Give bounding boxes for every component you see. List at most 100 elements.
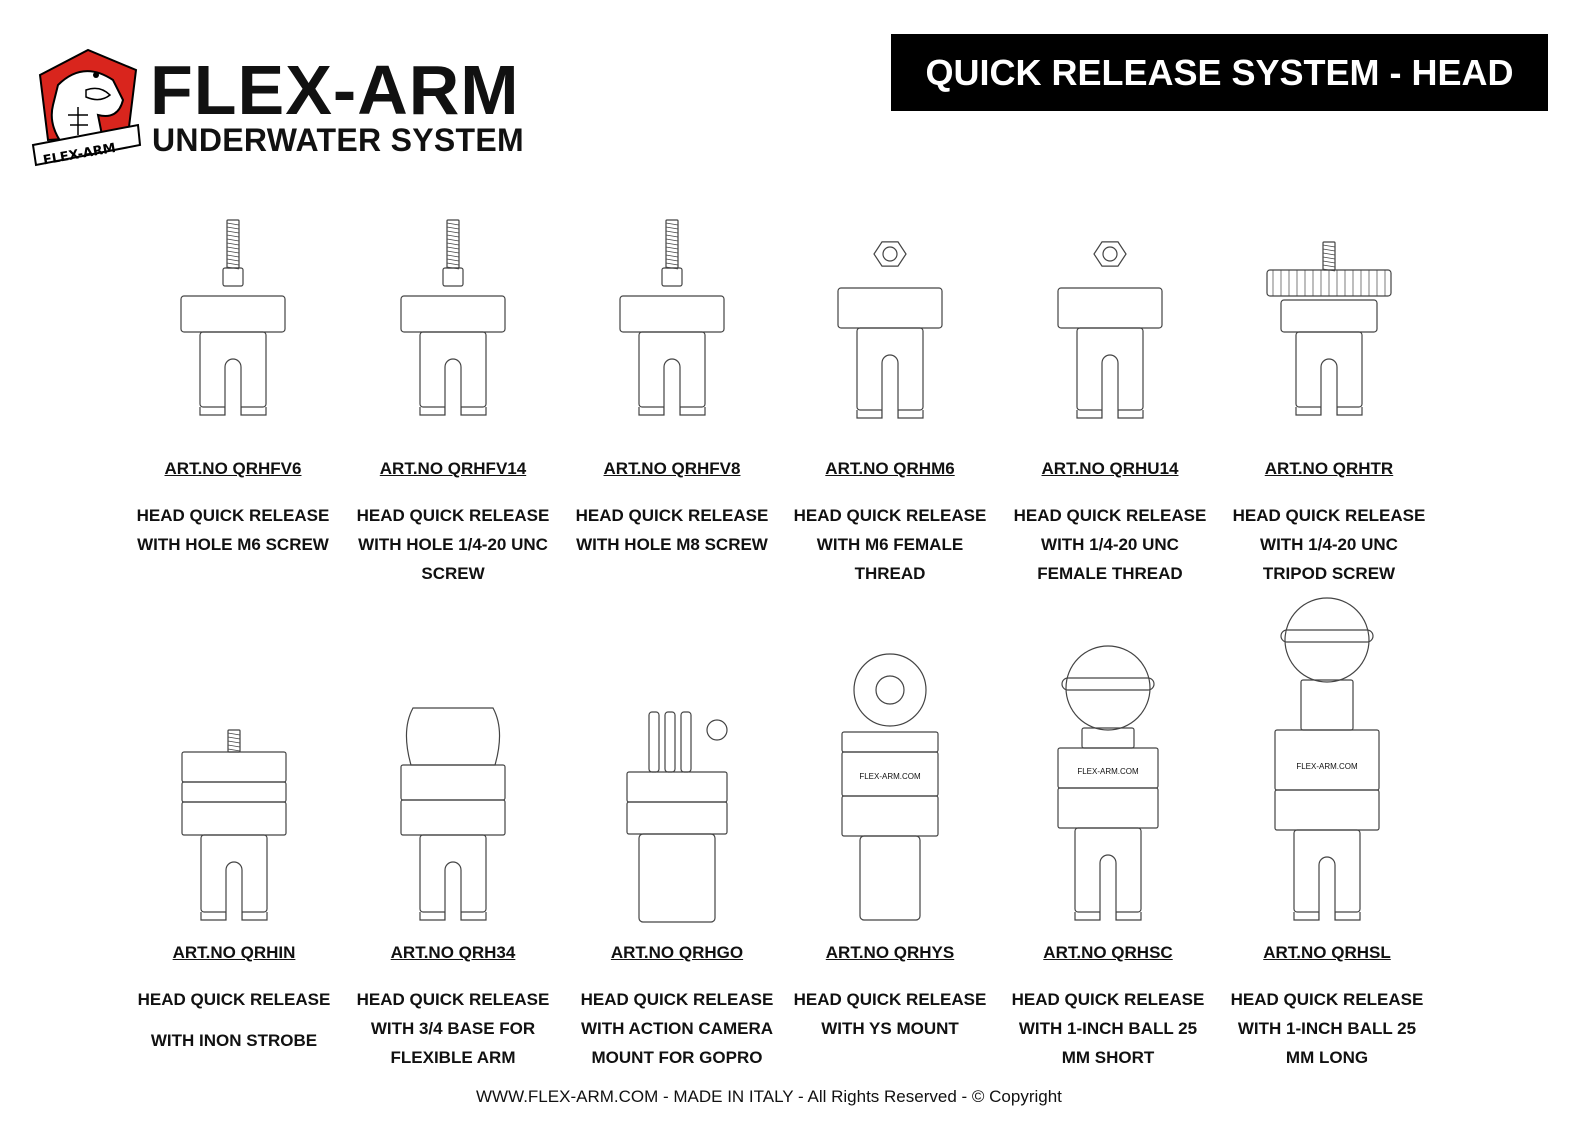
thread-line [226,226,240,230]
product-card: ART.NO QRHIN HEAD QUICK RELEASE WITH INON … [124,943,344,1055]
fork-slot [224,358,242,415]
thread-line [227,744,241,748]
thread-line [227,732,241,736]
article-number: ART.NO QRHU14 [1041,459,1179,478]
thread-line [446,226,460,230]
thread-line [1322,256,1336,260]
description-line: HEAD QUICK RELEASE [1230,990,1424,1009]
product-description: HEAD QUICK RELEASE WITH 1-INCH BALL 25 MM … [998,985,1218,1072]
screw-head [222,267,244,287]
thread-line [446,262,460,266]
product-drawing-balllong: FLEX-ARM.COM [1274,597,1380,921]
thread-line [665,238,679,242]
screw-head [661,267,683,287]
product-drawing-ys: FLEX-ARM.COM [841,653,939,921]
description-line: WITH 1-INCH BALL 25 [1018,1019,1198,1038]
thread-line [446,254,460,258]
thread-line [446,234,460,238]
article-number: ART.NO QRHIN [172,943,296,962]
thread-line [1322,264,1336,268]
thread-line [446,242,460,246]
product-drawing-nut [837,241,943,419]
gopro-prong [648,711,660,773]
thread-line [226,262,240,266]
thread-line [1322,260,1336,264]
page-title-text: QUICK RELEASE SYSTEM - HEAD [925,51,1514,93]
fork-slot [1101,354,1119,418]
ys-hole [875,675,905,705]
head-ring [1274,789,1380,831]
description-line: HEAD QUICK RELEASE [793,506,987,525]
nut-hole [882,246,898,262]
strobe-plate [181,751,287,783]
description-line: HEAD QUICK RELEASE [1011,990,1205,1009]
hex-nut [873,241,907,267]
description-line: WITH INON STROBE [150,1031,318,1050]
ball-band [1280,629,1374,643]
thread-line [665,242,679,246]
description-line: HEAD QUICK RELEASE [575,506,769,525]
ball [1065,645,1151,731]
description-line: MOUNT FOR GOPRO [591,1048,763,1067]
description-line: MM SHORT [1061,1048,1155,1067]
description-line: MM LONG [1285,1048,1369,1067]
shark-mascot-icon: FLEX-ARM [31,48,142,168]
thread-line [665,262,679,266]
fork-slot [881,354,899,418]
article-number: ART.NO QRHGO [610,943,744,962]
description-line: TRIPOD SCREW [1262,564,1396,583]
engraved-url: FLEX-ARM.COM [1296,762,1358,771]
product-description: HEAD QUICK RELEASE WITH ACTION CAMERA MOUN… [567,985,787,1072]
thread-line [227,748,241,752]
thread-line [665,234,679,238]
description-line: WITH HOLE M8 SCREW [576,535,768,554]
engraved-url: FLEX-ARM.COM [1077,767,1139,776]
description-line: HEAD QUICK RELEASE [137,990,331,1009]
ys-ring [853,653,927,727]
head-body [1274,729,1380,791]
article-number: ART.NO QRHSC [1043,943,1173,962]
product-card: ART.NO QRHGO HEAD QUICK RELEASE WITH ACTIO… [567,943,787,1072]
description-line: FEMALE THREAD [1037,564,1183,583]
description-line: WITH 3/4 BASE FOR [370,1019,536,1038]
gopro-prong [664,711,676,773]
thread-line [665,226,679,230]
product-drawing-gopro [626,711,728,923]
description-line: WITH HOLE 1/4-20 UNC [358,535,548,554]
fork-slot [1320,358,1338,415]
head-ring [181,781,287,803]
description-line: WITH HOLE M6 SCREW [137,535,329,554]
description-line: HEAD QUICK RELEASE [580,990,774,1009]
head-body [180,295,286,333]
thread-line [226,258,240,262]
head-body [626,771,728,803]
thread-line [665,254,679,258]
product-drawing-inon [181,729,287,921]
product-description: HEAD QUICK RELEASE WITH INON STROBE [124,985,344,1055]
product-drawing-screw [400,219,506,416]
product-drawing-ballshort: FLEX-ARM.COM [1057,645,1159,921]
gopro-prong [680,711,692,773]
thread-line [1322,248,1336,252]
thread-line [227,736,241,740]
head-ring [400,799,506,836]
ys-neck [841,731,939,753]
description-line: WITH ACTION CAMERA [580,1019,773,1038]
fork-slot [444,358,462,415]
product-drawing-screw [180,219,286,416]
head-ring [841,795,939,837]
thread-line [665,230,679,234]
head-body [837,287,943,329]
brand-name: FLEX-ARM [150,51,520,129]
head-ring [1057,787,1159,829]
adapter-body [638,833,716,923]
product-drawing-tripod [1266,241,1392,416]
